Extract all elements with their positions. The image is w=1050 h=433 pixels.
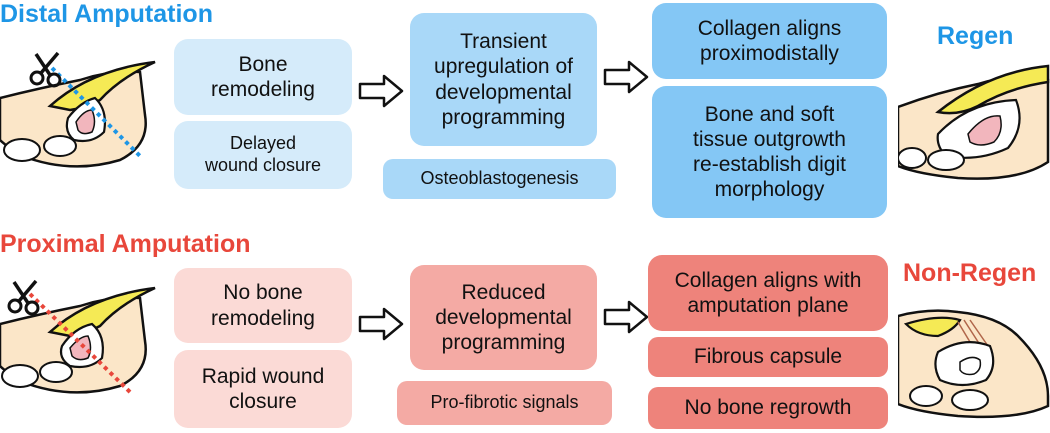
no-bone-remodeling-box: No bone remodeling (174, 268, 352, 343)
reduced-developmental-box: Reduced developmental programming (410, 265, 597, 370)
non-regenerated-digit-illustration (898, 296, 1050, 420)
regen-label: Regen (937, 22, 1014, 50)
arrow-icon (358, 307, 404, 341)
regenerated-digit-illustration (898, 62, 1050, 182)
osteoblastogenesis-box: Osteoblastogenesis (383, 159, 616, 199)
collagen-amputation-plane-box: Collagen aligns with amputation plane (648, 255, 888, 331)
transient-upregulation-box: Transient upregulation of developmental … (410, 13, 597, 146)
arrow-icon (603, 60, 649, 94)
proximal-amputation-title: Proximal Amputation (0, 230, 251, 258)
collagen-proximodistal-box: Collagen aligns proximodistally (652, 3, 887, 79)
bone-remodeling-box: Bone remodeling (174, 39, 352, 115)
outgrowth-box: Bone and soft tissue outgrowth re-establ… (652, 86, 887, 218)
rapid-wound-closure-box: Rapid wound closure (174, 350, 352, 428)
pro-fibrotic-signals-box: Pro-fibrotic signals (397, 381, 612, 425)
scissors-icon (6, 278, 46, 316)
distal-digit-illustration (0, 40, 160, 170)
distal-amputation-title: Distal Amputation (0, 0, 213, 28)
arrow-icon (603, 300, 649, 334)
no-bone-regrowth-box: No bone regrowth (648, 387, 888, 429)
scissors-icon (28, 50, 68, 88)
proximal-digit-illustration (0, 266, 160, 396)
arrow-icon (358, 74, 404, 108)
delayed-wound-closure-box: Delayed wound closure (174, 121, 352, 189)
non-regen-label: Non-Regen (903, 259, 1037, 287)
fibrous-capsule-box: Fibrous capsule (648, 337, 888, 377)
